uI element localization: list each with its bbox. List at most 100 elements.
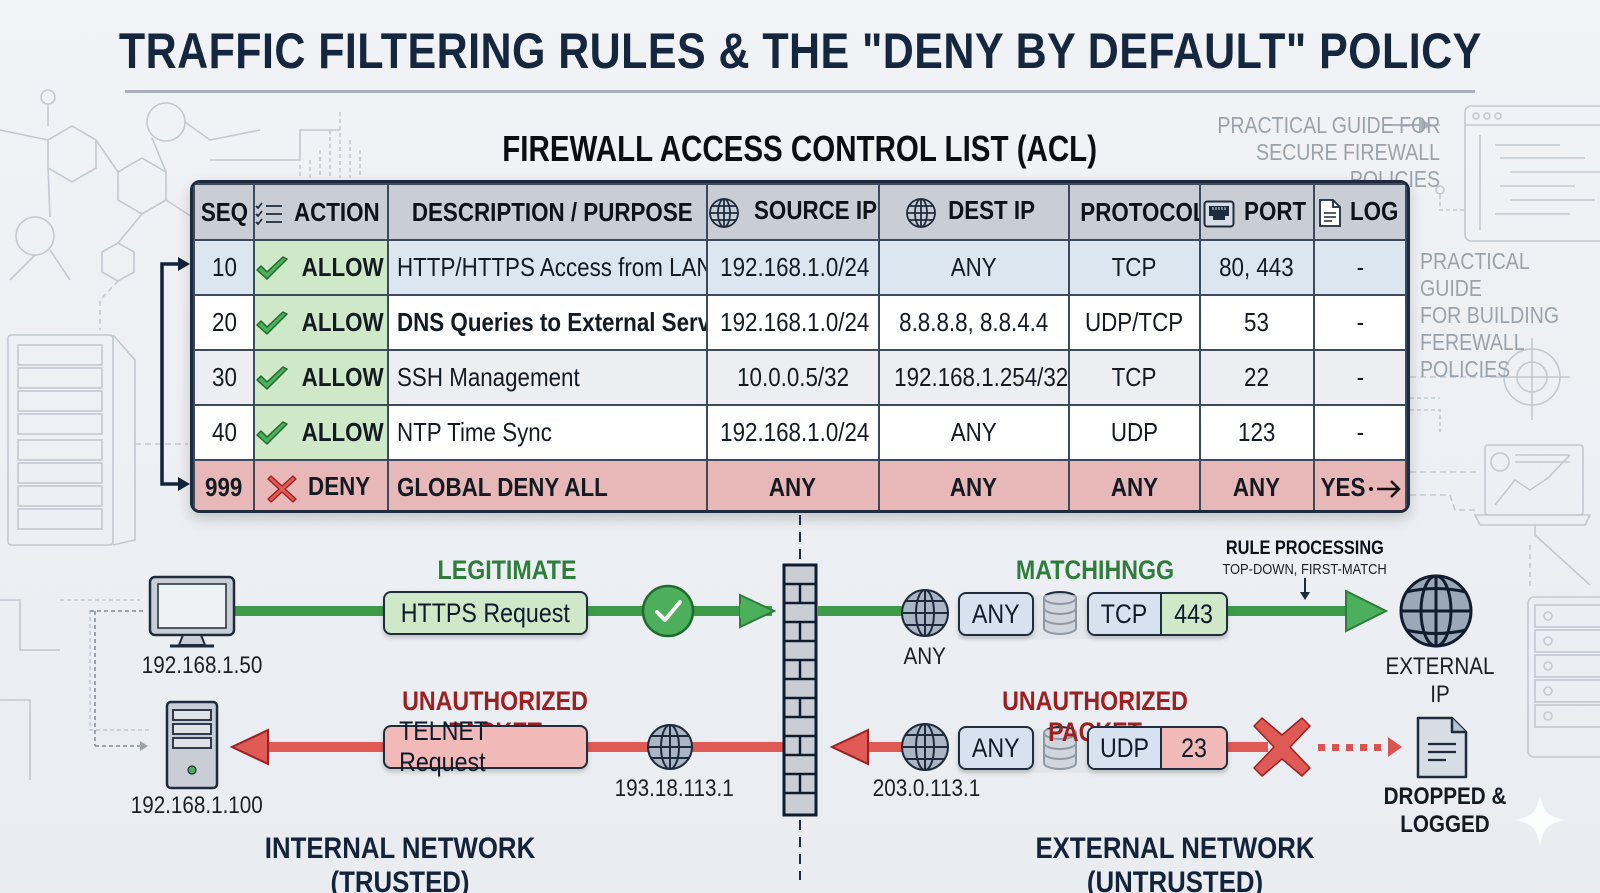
rule-processing-title-text: RULE PROCESSING: [1225, 538, 1384, 559]
col-header-description[interactable]: DESCRIPTION / PURPOSE: [387, 183, 708, 241]
arrow-right-icon: [1368, 480, 1401, 499]
cell-action: DENY: [253, 459, 390, 510]
external-ip-label-text: EXTERNAL IP: [1385, 653, 1495, 708]
cell-protocol-text: TCP: [1111, 362, 1157, 392]
sparkle-icon: [1514, 794, 1566, 846]
col-header-source-ip[interactable]: SOURCE IP: [705, 183, 880, 241]
checkmark-icon: [256, 421, 289, 445]
cell-log: -: [1312, 294, 1407, 351]
acl-table-grid: SEQ ACTION DESCRIPTION / PURPOSE SOURCE …: [193, 183, 1407, 510]
cell-log-text: YES: [1320, 472, 1366, 502]
deny-source-pill[interactable]: ANY: [958, 726, 1034, 770]
deny-proto-port-pill[interactable]: UDP 23: [1087, 726, 1228, 770]
cell-dest-ip: 192.168.1.254/32: [877, 349, 1070, 406]
globe-icon-attacker-left: [647, 724, 693, 770]
cell-protocol: UDP: [1067, 404, 1201, 461]
col-header-action[interactable]: ACTION: [253, 183, 390, 241]
checkmark-icon: [256, 256, 289, 280]
cell-description: HTTP/HTTPS Access from LAN: [387, 239, 708, 296]
x-mark-icon: [267, 474, 297, 503]
cell-port: 80, 443: [1198, 239, 1315, 296]
cell-port: 22: [1198, 349, 1315, 406]
document-icon: [1318, 199, 1341, 227]
legit-flow-arrowhead-external: [1345, 589, 1389, 633]
cell-port: ANY: [1198, 459, 1315, 510]
col-header-log[interactable]: LOG: [1312, 183, 1407, 241]
table-row-seq-30[interactable]: 30 ALLOW SSH Management 10.0.0.5/32 192.…: [193, 349, 1407, 406]
table-row-seq-40[interactable]: 40 ALLOW NTP Time Sync 192.168.1.0/24 AN…: [193, 404, 1407, 461]
guide-note-top: PRACTICAL GUIDE FOR SECURE FIREWALL POLI…: [1160, 112, 1440, 193]
checkmark-icon: [256, 311, 289, 335]
telnet-request-packet[interactable]: TELNET Request: [383, 716, 588, 777]
cell-port-text: 123: [1238, 417, 1276, 447]
matching-label: MATCHIHNGG: [1000, 555, 1190, 586]
main-title-text: TRAFFIC FILTERING RULES & THE "DENY BY D…: [118, 23, 1482, 79]
globe-icon: [709, 197, 739, 228]
cell-source-ip-text: 192.168.1.0/24: [720, 417, 870, 447]
col-header-seq[interactable]: SEQ: [193, 183, 256, 241]
cell-description: SSH Management: [387, 349, 708, 406]
internal-server-ip: 192.168.1.100: [120, 792, 265, 820]
cell-port-text: 80, 443: [1219, 252, 1295, 282]
attacker-ip-external-side-text: 203.0.113.1: [873, 775, 981, 802]
server-tower-icon: [165, 700, 219, 790]
https-request-packet[interactable]: HTTPS Request: [383, 591, 588, 635]
col-header-log-label: LOG: [1349, 195, 1399, 226]
cell-description-text: SSH Management: [397, 362, 580, 392]
acl-table: SEQ ACTION DESCRIPTION / PURPOSE SOURCE …: [190, 180, 1410, 513]
acl-section-title: FIREWALL ACCESS CONTROL LIST (ACL): [400, 128, 1200, 170]
col-header-action-label: ACTION: [294, 196, 381, 227]
cell-port-text: 53: [1244, 307, 1270, 337]
rule-processing-title: RULE PROCESSING: [1210, 538, 1400, 560]
cell-seq: 40: [193, 404, 256, 461]
globe-icon-external: [1399, 574, 1473, 648]
match-port-text: 443: [1174, 598, 1214, 629]
checklist-icon: [256, 202, 283, 225]
globe-icon-match-source: [901, 589, 949, 637]
cell-source-ip: 192.168.1.0/24: [705, 404, 880, 461]
cell-log-text: -: [1356, 252, 1364, 282]
cell-action: ALLOW: [253, 349, 390, 406]
cell-action: ALLOW: [253, 404, 390, 461]
allowed-check-icon: [641, 584, 695, 638]
cell-description: DNS Queries to External Server: [387, 294, 708, 351]
cell-seq-text: 40: [211, 417, 237, 447]
rule-processing-subtitle-text: TOP-DOWN, FIRST-MATCH: [1222, 561, 1388, 578]
col-header-protocol[interactable]: PROTOCOL: [1067, 183, 1201, 241]
match-source-globe-label: ANY: [895, 643, 955, 671]
rule-processing-subtitle: TOP-DOWN, FIRST-MATCH: [1200, 561, 1410, 578]
log-document-icon: [1416, 716, 1468, 779]
col-header-description-label: DESCRIPTION / PURPOSE: [411, 196, 693, 227]
main-title: TRAFFIC FILTERING RULES & THE "DENY BY D…: [0, 22, 1600, 80]
col-header-seq-label: SEQ: [200, 196, 248, 227]
cell-source-ip: 10.0.0.5/32: [705, 349, 880, 406]
table-row-seq-20[interactable]: 20 ALLOW DNS Queries to External Server …: [193, 294, 1407, 351]
match-protocol-text: TCP: [1101, 598, 1148, 629]
cell-action: ALLOW: [253, 239, 390, 296]
col-header-port[interactable]: PORT: [1198, 183, 1315, 241]
deny-protocol-segment: UDP: [1089, 728, 1162, 768]
match-proto-port-pill[interactable]: TCP 443: [1087, 592, 1228, 636]
table-row-seq-10[interactable]: 10 ALLOW HTTP/HTTPS Access from LAN 192.…: [193, 239, 1407, 296]
down-arrow-icon: [1300, 592, 1310, 600]
cell-source-ip-text: 192.168.1.0/24: [720, 252, 870, 282]
table-row-seq-999[interactable]: 999 DENY GLOBAL DENY ALL ANY ANY ANY ANY…: [193, 459, 1407, 510]
cell-seq: 30: [193, 349, 256, 406]
cell-source-ip-text: ANY: [769, 472, 817, 502]
cell-protocol: ANY: [1067, 459, 1201, 510]
table-header-row: SEQ ACTION DESCRIPTION / PURPOSE SOURCE …: [193, 183, 1407, 241]
match-source-pill-label: ANY: [972, 598, 1020, 629]
guide-note-right-line3: FEREWALL POLICIES: [1420, 329, 1524, 382]
globe-icon: [906, 197, 936, 228]
cell-dest-ip: ANY: [877, 459, 1070, 510]
col-header-dest-ip[interactable]: DEST IP: [877, 183, 1070, 241]
ethernet-port-icon: [1203, 200, 1235, 228]
internal-zone-label-text: INTERNAL NETWORK (TRUSTED): [264, 832, 536, 893]
cell-port-text: 22: [1244, 362, 1270, 392]
cell-log: -: [1312, 239, 1407, 296]
cell-action-text: ALLOW: [301, 362, 384, 392]
cell-dest-ip-text: 192.168.1.254/32: [893, 362, 1068, 392]
cell-source-ip: 192.168.1.0/24: [705, 239, 880, 296]
match-source-pill[interactable]: ANY: [958, 592, 1034, 636]
